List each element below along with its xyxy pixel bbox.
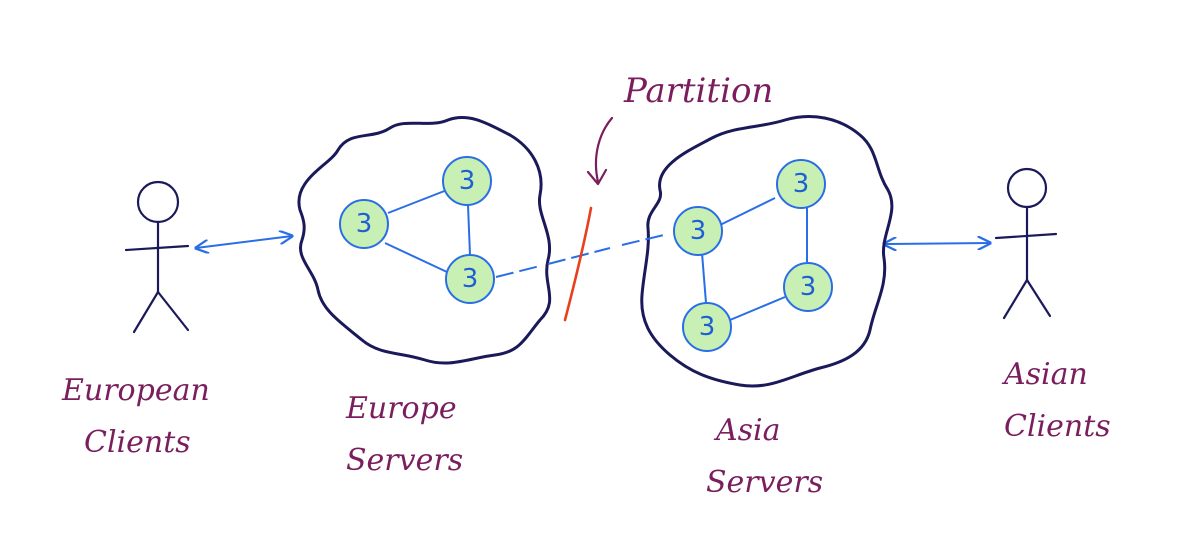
partition-line xyxy=(563,206,593,322)
asian-client-figure xyxy=(994,167,1058,320)
asian-clients-label-line2: Clients xyxy=(1004,409,1111,444)
asia-node-3: 3 xyxy=(783,262,833,312)
asia-links xyxy=(701,197,808,321)
partition-arrow-icon xyxy=(594,116,614,184)
svg-text:3: 3 xyxy=(459,166,476,196)
europe-node-3: 3 xyxy=(445,254,495,304)
svg-text:3: 3 xyxy=(462,264,479,294)
asia-node-2: 3 xyxy=(776,159,826,209)
svg-text:3: 3 xyxy=(699,312,716,342)
europe-node-1: 3 xyxy=(339,199,389,249)
svg-text:3: 3 xyxy=(793,169,810,199)
asia-servers-label-line1: Asia xyxy=(713,413,781,448)
partition-label: Partition xyxy=(623,71,773,111)
asia-node-4: 3 xyxy=(682,302,732,352)
europe-cloud-outline xyxy=(297,116,552,365)
europe-client-arrow xyxy=(196,236,292,248)
asia-cloud-outline xyxy=(640,115,894,388)
europe-node-2: 3 xyxy=(442,156,492,206)
svg-text:3: 3 xyxy=(356,209,373,239)
european-clients-label-line2: Clients xyxy=(84,425,191,460)
svg-text:3: 3 xyxy=(800,272,817,302)
asia-node-1: 3 xyxy=(673,206,723,256)
asian-clients-label-line1: Asian xyxy=(1001,357,1088,392)
cross-region-link xyxy=(495,233,669,278)
asia-servers-label-line2: Servers xyxy=(706,465,823,500)
europe-servers-label-line1: Europe xyxy=(345,391,457,426)
svg-text:3: 3 xyxy=(690,216,707,246)
european-client-figure xyxy=(124,180,190,334)
partition-arrowhead-icon xyxy=(586,168,608,186)
european-clients-label-line1: European xyxy=(61,373,210,408)
europe-servers-label-line2: Servers xyxy=(346,443,463,478)
europe-links xyxy=(384,189,471,273)
asia-client-arrow xyxy=(884,243,990,244)
